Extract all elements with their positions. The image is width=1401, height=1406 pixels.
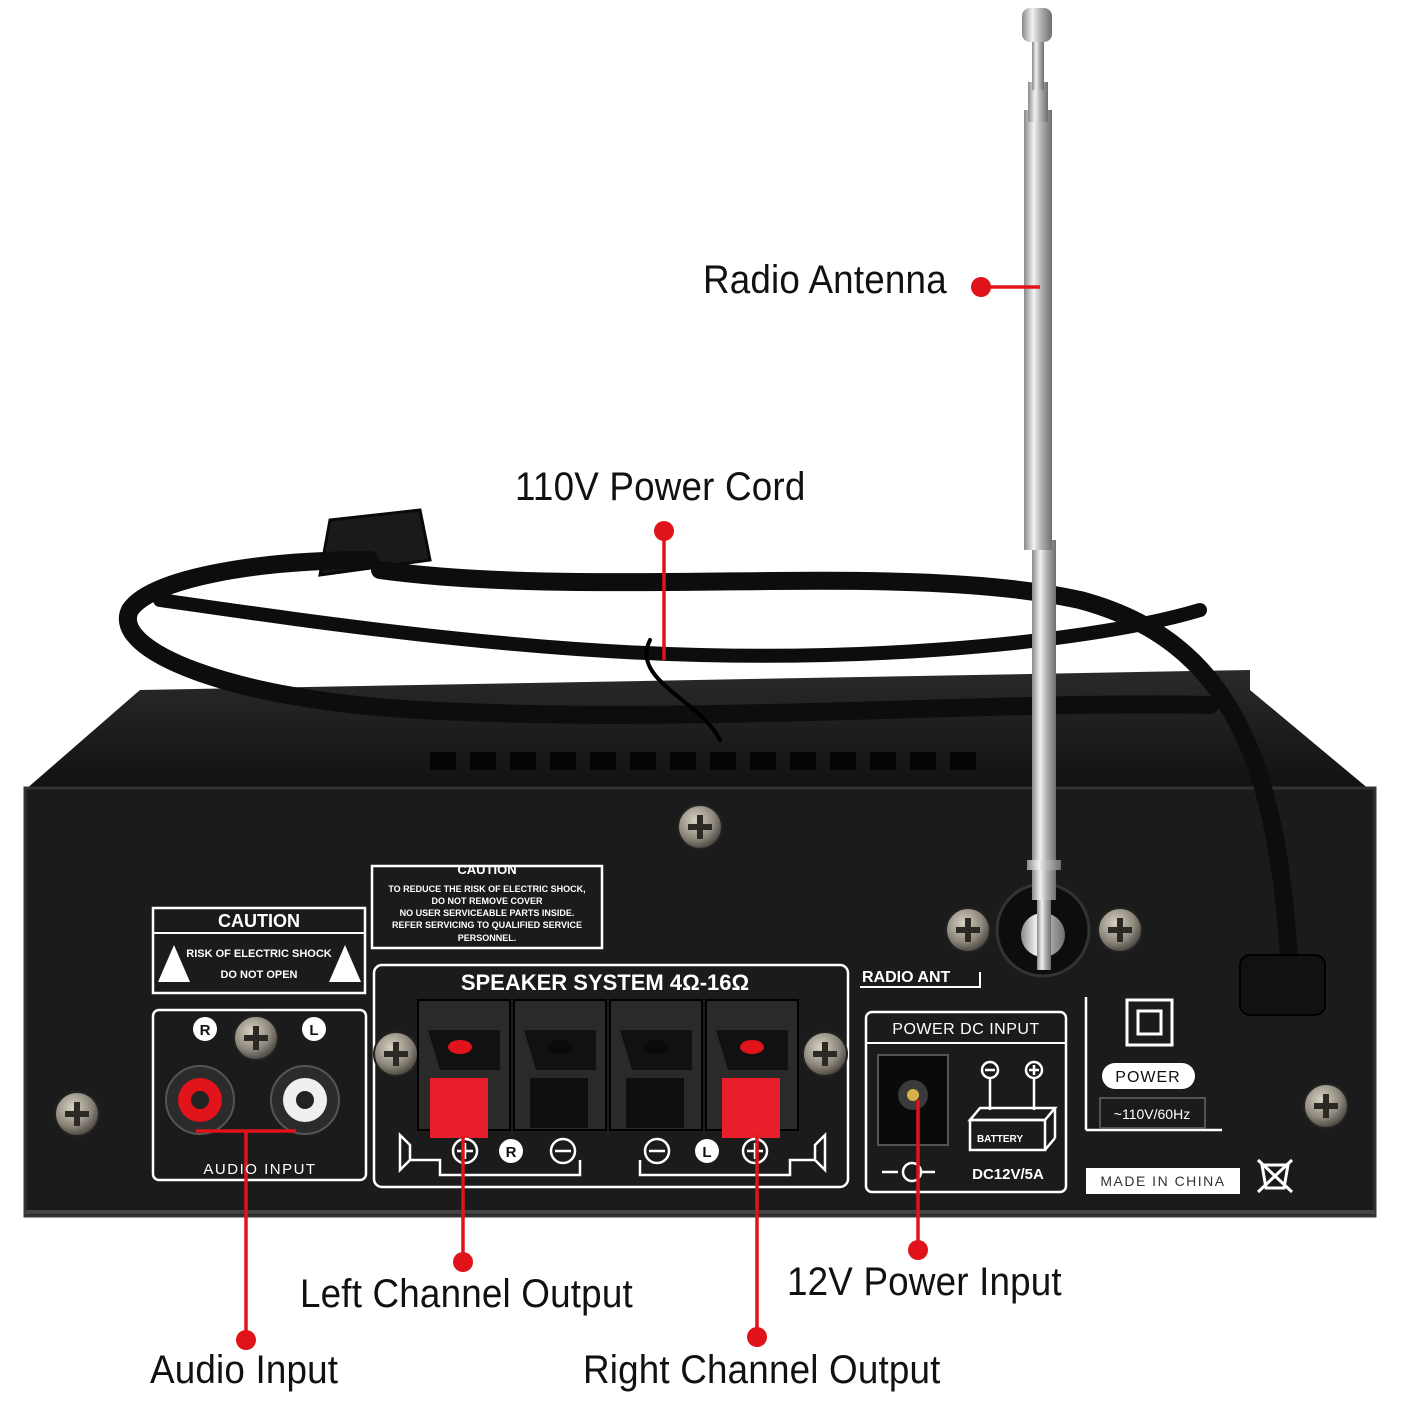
radio-antenna [1022, 8, 1061, 970]
weee-bin-icon [1256, 1158, 1294, 1194]
power-dc-input-label: POWER DC INPUT [892, 1021, 1039, 1038]
speaker-terminals-panel [372, 963, 850, 1189]
ac-rating-label: ~110V/60Hz [1114, 1106, 1190, 1122]
screw-icon [677, 804, 723, 850]
callout-audio-input: Audio Input [150, 1348, 339, 1392]
rca-left-jack[interactable] [271, 1066, 339, 1134]
callout-12v-input: 12V Power Input [787, 1260, 1062, 1304]
callout-leaders [196, 285, 1040, 1340]
rca-left-label: L [309, 1022, 318, 1039]
made-in-label: MADE IN CHINA [1100, 1173, 1225, 1189]
caution-label-top [370, 864, 604, 950]
left-channel-terminal[interactable] [430, 1078, 488, 1138]
callout-dots [236, 277, 991, 1350]
rca-right-jack[interactable] [166, 1066, 234, 1134]
right-channel-terminal[interactable] [722, 1078, 780, 1138]
power-dc-panel [864, 1010, 1068, 1194]
dc-power-jack[interactable] [898, 1080, 928, 1110]
callout-right-channel: Right Channel Output [583, 1348, 941, 1392]
power-cord [119, 508, 1326, 1016]
radio-ant-label: RADIO ANT [862, 969, 951, 986]
caution-left-line2: DO NOT OPEN [220, 969, 297, 981]
dc-rating-label: DC12V/5A [972, 1166, 1044, 1183]
callout-power-cord: 110V Power Cord [515, 465, 806, 509]
radio-ant-label-box [860, 972, 981, 988]
caution-top-line3: NO USER SERVICEABLE PARTS INSIDE. [400, 908, 575, 918]
power-label-area [1084, 997, 1240, 1194]
speaker-l-label: L [702, 1144, 711, 1161]
rca-right-label: R [200, 1022, 211, 1039]
caution-left-line1: RISK OF ELECTRIC SHOCK [186, 948, 332, 960]
caution-left-title: CAUTION [218, 911, 300, 931]
caution-top-line2: DO NOT REMOVE COVER [431, 896, 543, 906]
speaker-system-label: SPEAKER SYSTEM 4Ω-16Ω [461, 970, 749, 995]
callout-radio-antenna: Radio Antenna [703, 258, 947, 302]
caution-label-left [151, 906, 367, 995]
vent-slots [430, 752, 976, 770]
caution-top-title: CAUTION [457, 862, 516, 877]
caution-top-line4: REFER SERVICING TO QUALIFIED SERVICE [392, 920, 582, 930]
audio-input-label: AUDIO INPUT [203, 1161, 316, 1178]
speaker-r-label: R [506, 1144, 517, 1161]
caution-top-line1: TO REDUCE THE RISK OF ELECTRIC SHOCK, [388, 884, 585, 894]
power-label: POWER [1115, 1069, 1180, 1086]
callout-left-channel: Left Channel Output [300, 1272, 633, 1316]
caution-top-line5: PERSONNEL. [458, 933, 517, 943]
audio-input-panel [151, 1008, 368, 1182]
battery-label: BATTERY [977, 1134, 1023, 1145]
